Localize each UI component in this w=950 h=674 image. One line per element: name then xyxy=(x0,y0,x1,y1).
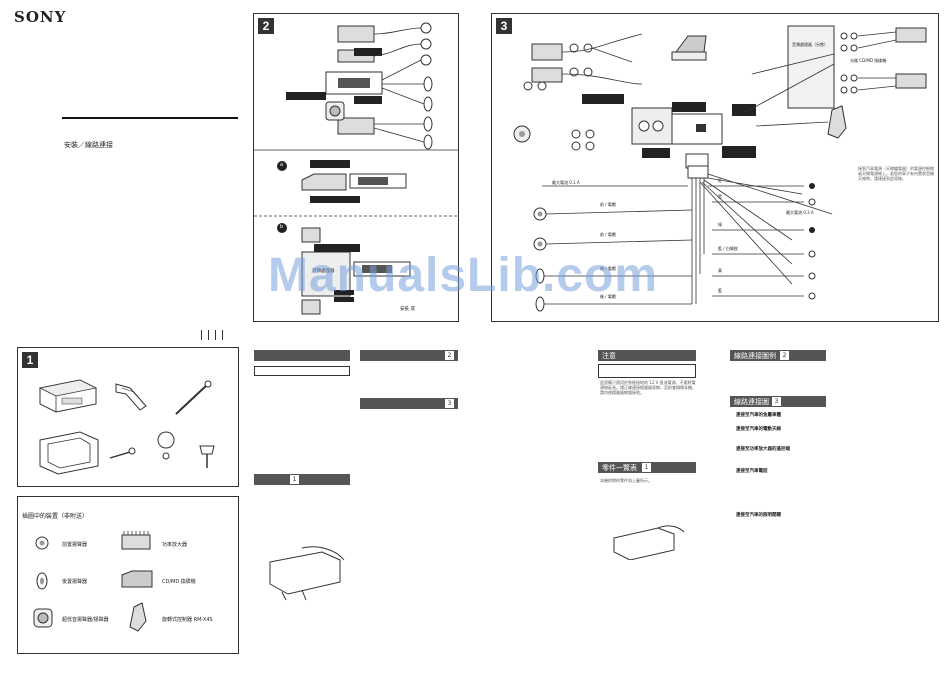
legend-item-subwoofer: 超低音揚聲器/揚聲器 xyxy=(62,617,109,623)
legend-icons xyxy=(33,531,153,632)
rotary-commander-icon xyxy=(129,602,147,632)
section-header-3: 3 xyxy=(360,398,458,409)
wire-label-rear-right: 後 / 電纜 xyxy=(600,294,616,299)
cd-changer-label: 光碟 CD/MD 換碟機 xyxy=(850,58,887,63)
legend-item-amplifier: 功率放大器 xyxy=(162,542,188,548)
side-note-1: 最大電流 0.1 A xyxy=(552,180,580,185)
lever-icon xyxy=(175,380,212,415)
washer-icon xyxy=(157,431,175,460)
figure-3-panel: 3 xyxy=(491,13,939,322)
subwoofer-icon xyxy=(33,608,53,628)
figure-2-diagram xyxy=(254,22,458,315)
rear-speaker-icon xyxy=(36,572,48,590)
wire-label-blue: 藍 xyxy=(718,288,722,293)
wire-label-red: 紅 xyxy=(718,178,722,183)
watermark: ManualsLib.com xyxy=(268,249,659,302)
wire-label-black: 黑 xyxy=(718,194,722,199)
release-key-icon xyxy=(115,383,147,411)
diagram-3-item-2: 連接至汽車的電動天線 xyxy=(736,427,781,432)
panel3-right-note: 接到汽車電源（天線繼電器）的電源控制線或天線電源線上。若您的車子有內置收音機天線… xyxy=(858,166,934,181)
page-marks xyxy=(199,330,225,340)
screw-icon xyxy=(109,447,136,459)
diagram-3-item-3: 連接至功率放大器的遙控端 xyxy=(736,447,790,452)
diagram-3-item-1: 連接至汽車的金屬車體 xyxy=(736,413,781,418)
section-header-2: 2 xyxy=(360,350,458,361)
legend-item-rear-speaker: 後置揚聲器 xyxy=(62,579,88,585)
frame-icon xyxy=(39,431,99,475)
figure-3-wiring-diagram xyxy=(513,25,927,312)
section-box-left xyxy=(254,366,350,376)
document-subtitle: 安裝／線路連接 xyxy=(64,141,113,149)
caution-text: 此設備只適用於負極接地的 12 V 直流電源。不要將電源線延長。請正確連接揚聲器… xyxy=(600,380,696,395)
caution-header: 注意 xyxy=(598,350,696,361)
caution-box xyxy=(598,364,696,378)
wire-label-front-right: 前 / 電纜 xyxy=(600,232,616,237)
brand-logo: SONY xyxy=(14,8,67,26)
install-note: 安裝 或 xyxy=(400,307,415,312)
cd-changer-icon xyxy=(121,570,153,588)
figure-number: 3 xyxy=(496,18,512,34)
figure-number: 1 xyxy=(22,352,38,368)
legend-item-front-speaker: 前置揚聲器 xyxy=(62,542,88,548)
amplifier-icon xyxy=(121,531,151,550)
figure-number: 2 xyxy=(258,18,274,34)
section-a-label: a xyxy=(280,162,284,168)
wire-label-front-left: 前 / 電纜 xyxy=(600,202,616,207)
section-b-label: b xyxy=(280,224,284,230)
title-rule xyxy=(62,117,238,119)
diagram-3-item-5: 連接至汽車的照明開關 xyxy=(736,513,781,518)
figure-2-panel: 2 xyxy=(253,13,459,322)
processor-box-label: 音頻處理器 xyxy=(312,269,335,274)
front-speaker-icon xyxy=(35,536,49,550)
hand-removal-illustration xyxy=(269,546,345,601)
amp-box-label: 音頻處理器（另售） xyxy=(792,42,828,47)
legend-title: 插圖中的裝置（非附送） xyxy=(22,513,89,520)
section-header-1: 1 xyxy=(254,474,350,485)
section-header-left xyxy=(254,350,350,361)
wire-label-green: 綠 xyxy=(718,222,722,227)
parts-list-text: 本機附帶的零件如上圖所示。 xyxy=(600,478,652,483)
release-key-illustration xyxy=(613,525,685,560)
side-note-2: 最大電流 0.3 A xyxy=(786,210,814,215)
parts-illustration xyxy=(38,379,215,475)
figure-1-parts-panel: 1 xyxy=(17,347,239,487)
legend-item-cd-changer: CD/MD 換碟機 xyxy=(162,579,196,585)
bolt-icon xyxy=(199,445,215,468)
wire-label-blue-white: 藍 / 白條紋 xyxy=(718,246,738,251)
diagram-3-item-4: 連接至汽車電話 xyxy=(736,469,768,474)
legend-panel: 插圖中的裝置（非附送） 前置揚聲器 功率放大器 後置揚聲器 CD/MD 換碟機 … xyxy=(17,496,239,654)
mounting-sleeve-icon xyxy=(38,379,98,413)
wire-label-rear-left: 後 / 電纜 xyxy=(600,266,616,271)
wire-label-yellow: 黃 xyxy=(718,268,722,273)
legend-item-rotary-commander: 旋轉式控制器 RM-X4S xyxy=(162,617,213,623)
